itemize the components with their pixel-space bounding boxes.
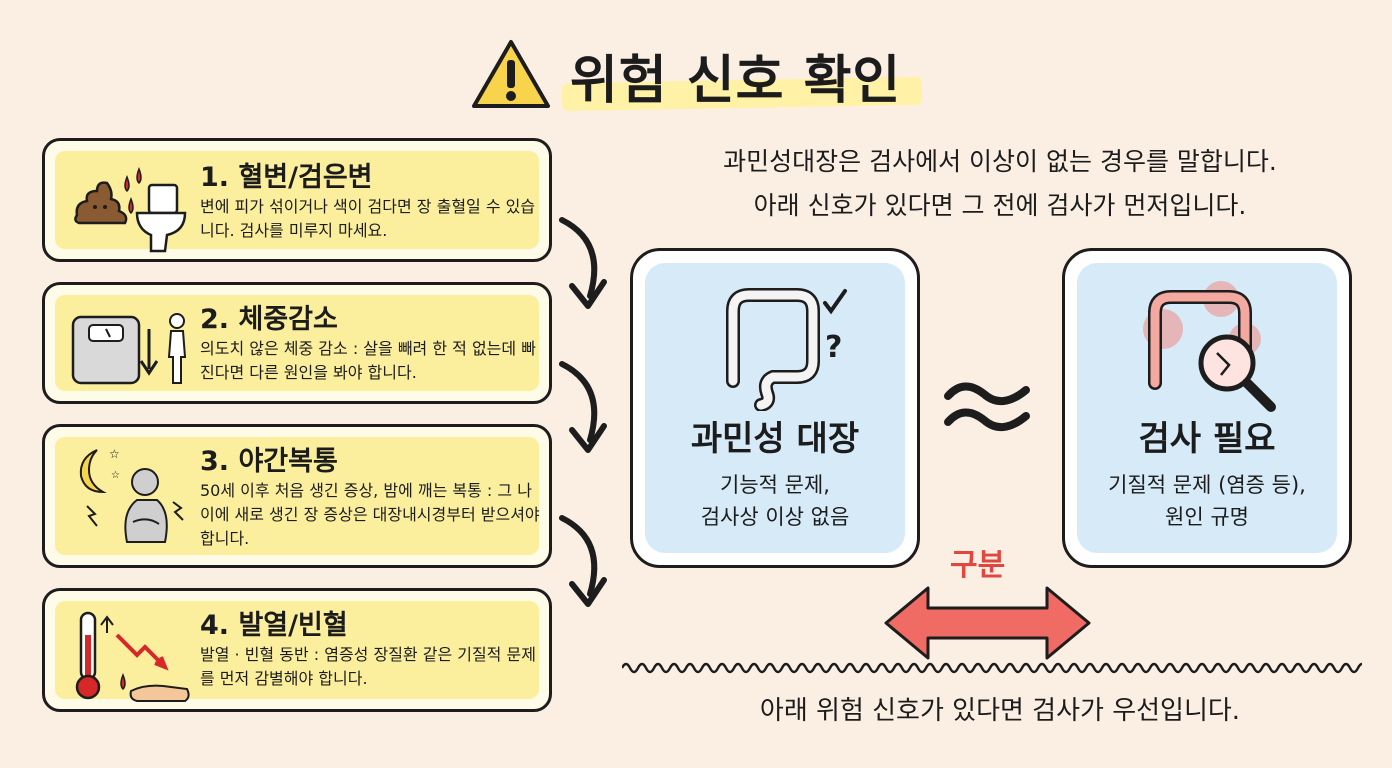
- warning-card-fever-anemia: 4. 발열/빈혈 발열 · 빈혈 동반 : 염증성 장질환 같은 기질적 문제를…: [42, 588, 552, 712]
- stool-blood-toilet-icon: [74, 166, 187, 253]
- thermometer-anemia-icon: [75, 611, 190, 702]
- warning-card-night-pain: ☆ ☆ 3. 야간복통 50세 이후 처음 생긴 증상, 밤에 깨는 복통 : …: [42, 424, 552, 568]
- card-description: 의도치 않은 체중 감소 : 살을 빼려 한 적 없는데 빠진다면 다른 원인을…: [200, 339, 536, 382]
- approximately-equal-icon: [944, 382, 1030, 431]
- intro-line-1: 과민성대장은 검사에서 이상이 없는 경우를 말합니다.: [723, 147, 1277, 176]
- curved-arrow-down-icon: [559, 361, 607, 453]
- svg-text:☆: ☆: [111, 470, 120, 481]
- exam-box-description: 기질적 문제 (염증 등), 원인 규명: [1065, 469, 1349, 533]
- card-title: 2. 체중감소: [200, 304, 338, 335]
- intro-line-2: 아래 신호가 있다면 그 전에 검사가 먼저입니다.: [753, 191, 1247, 220]
- warning-card-weight-loss: 2. 체중감소 의도치 않은 체중 감소 : 살을 빼려 한 적 없는데 빠진다…: [42, 282, 552, 404]
- night-abdominal-pain-icon: ☆ ☆: [79, 447, 184, 543]
- warning-icon: [472, 40, 550, 108]
- exam-box-desc-line-2: 원인 규명: [1165, 505, 1249, 529]
- exam-needed-box: 검사 필요 기질적 문제 (염증 등), 원인 규명: [1062, 248, 1352, 568]
- ibs-box: ? 과민성 대장 기능적 문제, 검사상 이상 없음: [630, 248, 920, 568]
- curved-arrow-down-icon: [559, 217, 607, 309]
- card-description: 변에 피가 섞이거나 색이 검다면 장 출혈일 수 있습니다. 검사를 미루지 …: [200, 197, 536, 240]
- curved-arrow-down-icon: [559, 515, 607, 607]
- wavy-divider: [622, 662, 1362, 674]
- ibs-box-description: 기능적 문제, 검사상 이상 없음: [633, 469, 917, 533]
- ibs-box-desc-line-2: 검사상 이상 없음: [700, 505, 850, 529]
- card-title: 1. 혈변/검은변: [200, 162, 373, 193]
- card-description: 발열 · 빈혈 동반 : 염증성 장질환 같은 기질적 문제를 먼저 감별해야 …: [200, 645, 536, 688]
- card-title: 4. 발열/빈혈: [200, 610, 348, 641]
- footer-note: 아래 위험 신호가 있다면 검사가 우선입니다.: [759, 696, 1241, 726]
- double-arrow-icon: [884, 586, 1091, 660]
- intro-text: 과민성대장은 검사에서 이상이 없는 경우를 말합니다. 아래 신호가 있다면 …: [620, 140, 1380, 228]
- exam-box-title: 검사 필요: [1138, 419, 1276, 459]
- ibs-box-desc-line-1: 기능적 문제,: [720, 473, 830, 497]
- svg-text:☆: ☆: [109, 447, 120, 461]
- inflamed-colon-magnifier-icon: [1143, 281, 1276, 412]
- ibs-box-title: 과민성 대장: [690, 419, 860, 459]
- page-title: 위험 신호 확인: [570, 51, 902, 111]
- card-description: 50세 이후 처음 생긴 증상, 밤에 깨는 복통 : 그 나이에 새로 생긴 …: [200, 481, 540, 548]
- colon-check-question-icon: ?: [726, 288, 847, 411]
- exam-box-desc-line-1: 기질적 문제 (염증 등),: [1108, 473, 1306, 497]
- card-title: 3. 야간복통: [200, 446, 338, 477]
- warning-card-bloody-stool: 1. 혈변/검은변 변에 피가 섞이거나 색이 검다면 장 출혈일 수 있습니다…: [42, 138, 552, 262]
- title-area: 위험 신호 확인: [470, 34, 930, 114]
- svg-text:?: ?: [825, 330, 842, 365]
- distinguish-label: 구분: [950, 548, 1006, 583]
- scale-weight-loss-icon: [71, 313, 187, 385]
